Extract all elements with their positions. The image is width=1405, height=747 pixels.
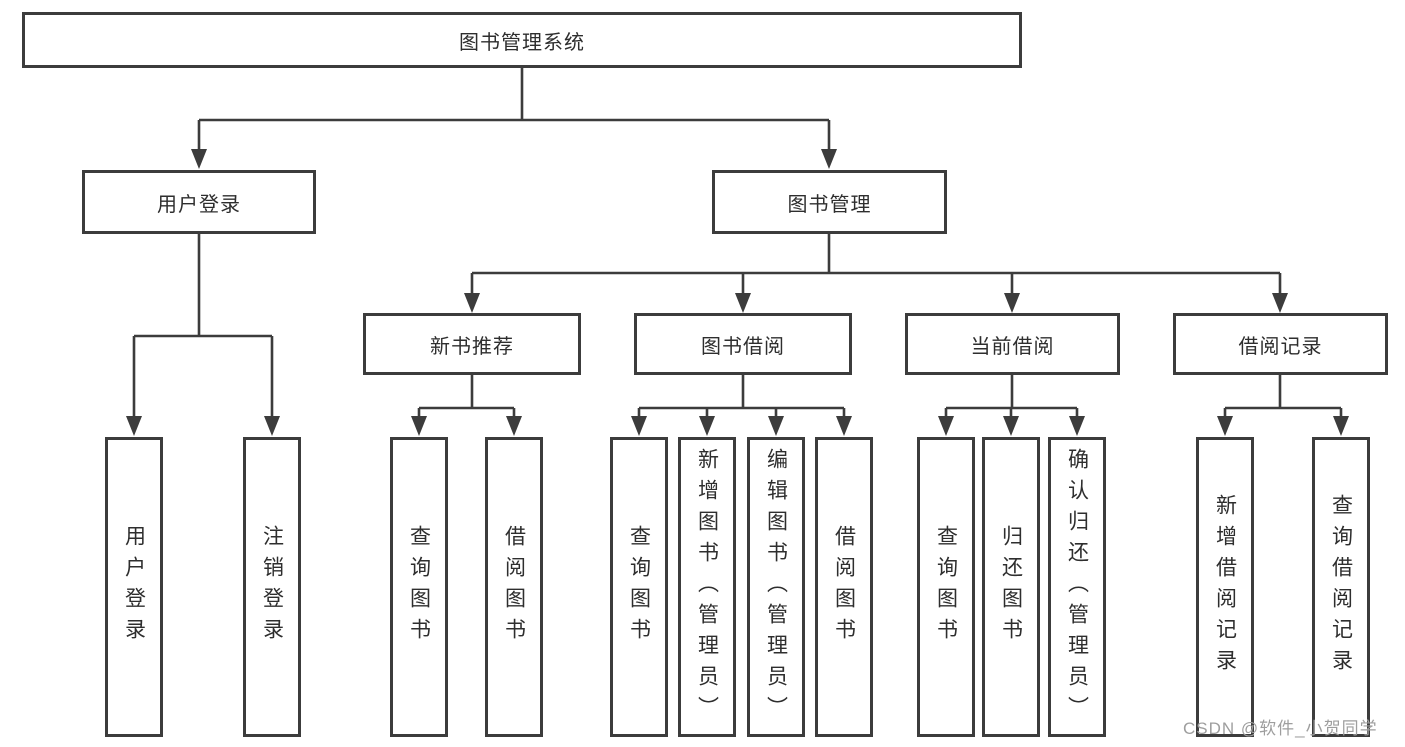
- node-book-management-system: 图书管理系统: [22, 12, 1022, 68]
- node-leaf-add-books-admin: 新增图书（管理员）: [678, 437, 736, 737]
- node-leaf-return-books: 归还图书: [982, 437, 1040, 737]
- arrowhead-icon: [191, 149, 207, 169]
- node-book-borrowing: 图书借阅: [634, 313, 852, 375]
- arrowhead-icon: [768, 416, 784, 436]
- arrowhead-icon: [699, 416, 715, 436]
- arrowhead-icon: [1004, 293, 1020, 313]
- node-borrowing-records: 借阅记录: [1173, 313, 1388, 375]
- arrowhead-icon: [836, 416, 852, 436]
- arrowhead-icon: [1217, 416, 1233, 436]
- arrowhead-icon: [1272, 293, 1288, 313]
- node-new-book-recommendation: 新书推荐: [363, 313, 581, 375]
- arrowhead-icon: [1333, 416, 1349, 436]
- arrowhead-icon: [264, 416, 280, 436]
- arrowhead-icon: [506, 416, 522, 436]
- arrowhead-icon: [735, 293, 751, 313]
- csdn-watermark: CSDN @软件_小贺同学: [1183, 719, 1378, 738]
- node-leaf-logout: 注销登录: [243, 437, 301, 737]
- arrowhead-icon: [1003, 416, 1019, 436]
- arrowhead-icon: [1069, 416, 1085, 436]
- node-leaf-query-books-current: 查询图书: [917, 437, 975, 737]
- node-leaf-confirm-return-admin: 确认归还（管理员）: [1048, 437, 1106, 737]
- node-leaf-add-borrow-record: 新增借阅记录: [1196, 437, 1254, 737]
- node-current-borrowing: 当前借阅: [905, 313, 1120, 375]
- node-user-login: 用户登录: [82, 170, 316, 234]
- connector-line: [132, 68, 1343, 418]
- arrowhead-icon: [821, 149, 837, 169]
- arrowhead-icon: [126, 416, 142, 436]
- arrowhead-icon: [464, 293, 480, 313]
- arrowhead-icon: [631, 416, 647, 436]
- arrowhead-icon: [938, 416, 954, 436]
- node-leaf-query-borrow-record: 查询借阅记录: [1312, 437, 1370, 737]
- arrowhead-icon: [411, 416, 427, 436]
- node-leaf-query-books-borrowing: 查询图书: [610, 437, 668, 737]
- node-book-management: 图书管理: [712, 170, 947, 234]
- node-leaf-edit-books-admin: 编辑图书（管理员）: [747, 437, 805, 737]
- node-leaf-user-login: 用户登录: [105, 437, 163, 737]
- node-leaf-query-books-recommend: 查询图书: [390, 437, 448, 737]
- node-leaf-borrow-books: 借阅图书: [815, 437, 873, 737]
- node-leaf-borrow-books-recommend: 借阅图书: [485, 437, 543, 737]
